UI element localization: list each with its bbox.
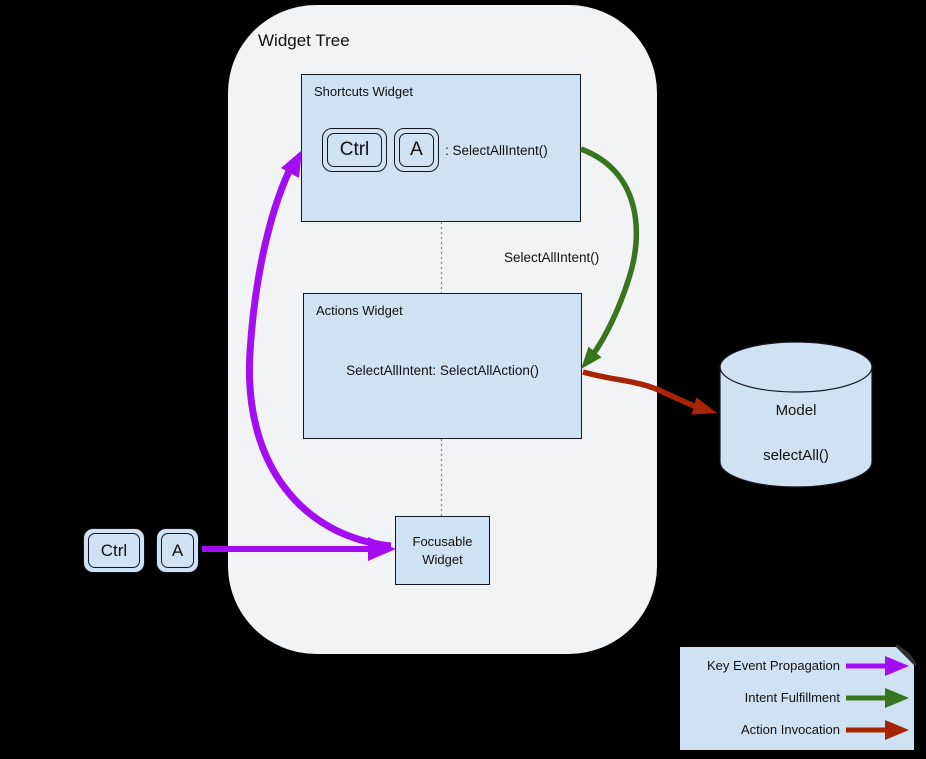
ctrl-keycap-input-label: Ctrl xyxy=(88,533,140,568)
shortcuts-widget-label: Shortcuts Widget xyxy=(314,84,413,99)
intent-action-mapping-text: SelectAllIntent: SelectAllAction() xyxy=(346,363,539,378)
intent-flow-label: SelectAllIntent() xyxy=(504,250,600,265)
ctrl-keycap-input: Ctrl xyxy=(83,528,145,573)
model-method: selectAll() xyxy=(763,447,829,464)
a-keycap-shortcuts: A xyxy=(394,128,439,172)
shortcut-binding-text: : SelectAllIntent() xyxy=(445,142,548,158)
ctrl-keycap-label: Ctrl xyxy=(327,133,382,167)
a-keycap-input: A xyxy=(156,528,199,573)
legend-label-action: Action Invocation xyxy=(740,722,840,737)
ctrl-keycap-shortcuts: Ctrl xyxy=(322,128,387,172)
focusable-widget-node: Focusable Widget xyxy=(395,516,490,585)
a-keycap-label: A xyxy=(399,133,434,167)
legend-label-intent: Intent Fulfillment xyxy=(744,690,840,705)
legend-label-key-event: Key Event Propagation xyxy=(707,658,840,673)
actions-widget-label: Actions Widget xyxy=(316,303,403,318)
widget-tree-title: Widget Tree xyxy=(258,31,350,50)
focusable-widget-label: Focusable Widget xyxy=(412,533,473,567)
model-title: Model xyxy=(775,402,817,419)
a-keycap-input-label: A xyxy=(161,533,194,568)
